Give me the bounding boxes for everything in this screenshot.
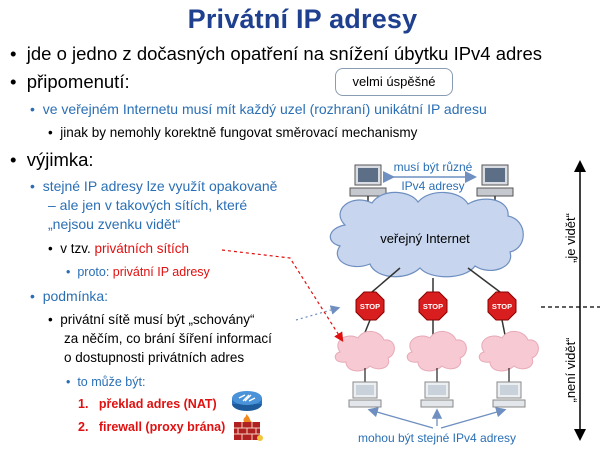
option-firewall: 2. firewall (proxy brána) — [78, 420, 226, 434]
router-icon — [232, 391, 262, 411]
bottom-label: mohou být stejné IPv4 adresy — [358, 431, 516, 445]
private-cloud-left — [334, 331, 395, 372]
bullet-dot: • — [10, 71, 27, 92]
private-cloud-middle — [406, 331, 467, 372]
slide-title: Privátní IP adresy — [187, 4, 418, 34]
bullet-vyjimka: • výjimka: — [10, 149, 94, 170]
bullet-stejne-adresy: • stejné IP adresy lze využít opakovaně — [30, 178, 278, 194]
private-computer-middle — [420, 381, 454, 408]
option-nat: 1. překlad adres (NAT) — [78, 397, 217, 411]
firewall-icon — [234, 414, 263, 441]
private-computer-right — [492, 381, 526, 408]
stop-sign-middle: STOP — [418, 291, 448, 321]
stop-label-left: STOP — [360, 302, 380, 311]
bullet-privatni-site: • v tzv. privátních sítích — [48, 241, 190, 256]
red-dashed-arrow — [221, 249, 344, 343]
top-label-line1: musí být různé — [394, 160, 473, 174]
bullet-schovany: • privátní sítě musí být „schovány“ — [48, 312, 255, 327]
top-label-line2: IPv4 adresy — [401, 179, 464, 193]
cloud-label: veřejný Internet — [380, 231, 470, 246]
stop-label-middle: STOP — [423, 302, 443, 311]
visible-label: „je vidět“ — [563, 213, 578, 263]
public-computer-right — [476, 164, 514, 212]
bullet-podminka: • podmínka: — [30, 288, 109, 304]
bullet-pripomenuti: • připomenutí: — [10, 71, 130, 92]
private-cloud-right — [478, 331, 539, 372]
stop-sign-left: STOP — [355, 291, 385, 321]
bullet-unikatni-adresa: • ve veřejném Internetu musí mít každý u… — [30, 101, 487, 117]
privatni-ip-highlight: privátní IP adresy — [112, 265, 210, 279]
bullet-privatni-ip: • proto: privátní IP adresy — [66, 265, 210, 279]
bullet-muze-byt: • to může být: — [66, 375, 146, 389]
callout-velmi-uspesne: velmi úspěšné — [335, 68, 453, 96]
bullet-stejne-adresy-line2: – ale jen v takových sítích, které — [48, 197, 248, 213]
stop-sign-right: STOP — [487, 291, 517, 321]
private-computer-left — [348, 381, 382, 408]
bullet-smerovani: • jinak by nemohly korektně fungovat smě… — [48, 125, 418, 140]
not-visible-label: „není vidět“ — [563, 337, 578, 402]
privatni-site-highlight: privátních sítích — [94, 241, 190, 256]
bullet-opatreni: • jde o jedno z dočasných opatření na sn… — [10, 43, 543, 64]
bullet-dot: • — [10, 43, 27, 64]
stop-label-right: STOP — [492, 302, 512, 311]
bullet-stejne-adresy-line3: „nejsou zvenku vidět“ — [48, 216, 181, 232]
bullet-schovany-line3: o dostupnosti privátních adres — [64, 350, 245, 365]
public-internet-cloud — [329, 191, 524, 278]
bullet-schovany-line2: za něčím, co brání šíření informací — [64, 331, 272, 346]
blue-dotted-arrow — [295, 305, 341, 321]
